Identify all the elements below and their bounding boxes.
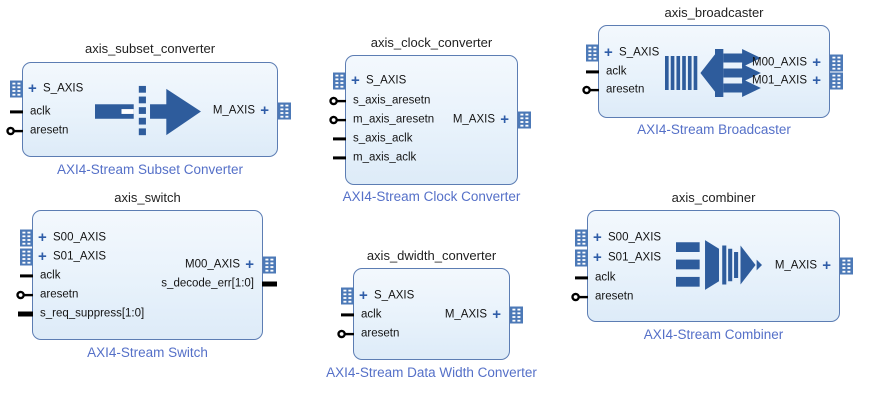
- expand-port-icon[interactable]: +: [245, 256, 254, 273]
- port-label: s_axis_aresetn: [353, 94, 431, 107]
- block-title: axis_clock_converter: [370, 35, 493, 50]
- interface-pin-icon[interactable]: [585, 44, 599, 62]
- port-label: aclk: [595, 271, 616, 284]
- block-caption: AXI4-Stream Subset Converter: [56, 162, 244, 177]
- port-label: m_axis_aresetn: [353, 113, 435, 126]
- broadcaster-icon: [665, 42, 765, 104]
- interface-pin-icon[interactable]: [829, 54, 843, 72]
- interface-pin-icon[interactable]: [517, 111, 531, 129]
- ip-block-axis_clock_converter[interactable]: + S_AXIS s_axis_aresetn m_axis_aresetn s_a…: [329, 55, 531, 185]
- clock-stub-icon[interactable]: [333, 137, 346, 141]
- port-label: S_AXIS: [374, 289, 415, 302]
- clock-stub-icon[interactable]: [20, 274, 33, 278]
- port-label: aresetn: [40, 288, 79, 301]
- port-label: S01_AXIS: [608, 251, 662, 264]
- block-caption: AXI4-Stream Combiner: [643, 327, 784, 342]
- interface-pin-icon[interactable]: [262, 256, 276, 274]
- reset-stub-icon[interactable]: [329, 115, 346, 126]
- interface-pin-icon[interactable]: [19, 248, 33, 266]
- port-label: aresetn: [361, 327, 400, 340]
- interface-pin-icon[interactable]: [509, 306, 523, 324]
- port-label: aclk: [40, 269, 61, 282]
- port-label: S01_AXIS: [53, 250, 107, 263]
- expand-port-icon[interactable]: +: [260, 102, 269, 119]
- block-caption: AXI4-Stream Clock Converter: [342, 189, 521, 204]
- port-label: M01_AXIS: [752, 74, 807, 87]
- block-caption: AXI4-Stream Switch: [87, 345, 208, 360]
- port-label: M_AXIS: [212, 104, 255, 117]
- port-label: aclk: [30, 105, 51, 118]
- port-label: M00_AXIS: [752, 56, 807, 69]
- port-label: M_AXIS: [444, 308, 487, 321]
- reset-stub-icon[interactable]: [329, 96, 346, 107]
- block-title: axis_switch: [114, 190, 181, 205]
- port-label: M_AXIS: [774, 259, 817, 272]
- reset-stub-icon[interactable]: [582, 85, 599, 96]
- port-label: s_decode_err[1:0]: [161, 277, 254, 290]
- clock-stub-icon[interactable]: [575, 276, 588, 280]
- port-label: m_axis_aclk: [353, 151, 417, 164]
- expand-port-icon[interactable]: +: [28, 80, 37, 97]
- expand-port-icon[interactable]: +: [822, 257, 831, 274]
- block-title: axis_subset_converter: [84, 41, 216, 56]
- interface-pin-icon[interactable]: [574, 229, 588, 247]
- clock-stub-icon[interactable]: [10, 110, 23, 114]
- interface-pin-icon[interactable]: [277, 102, 291, 120]
- port-label: S_AXIS: [43, 82, 84, 95]
- interface-pin-icon[interactable]: [839, 257, 853, 275]
- expand-port-icon[interactable]: +: [812, 72, 821, 89]
- expand-port-icon[interactable]: +: [593, 249, 602, 266]
- bus-stub-icon[interactable]: [262, 281, 277, 287]
- expand-port-icon[interactable]: +: [812, 54, 821, 71]
- interface-pin-icon[interactable]: [332, 72, 346, 90]
- expand-port-icon[interactable]: +: [38, 248, 47, 265]
- clock-stub-icon[interactable]: [341, 313, 354, 317]
- port-label: aresetn: [606, 83, 645, 96]
- expand-port-icon[interactable]: +: [351, 72, 360, 89]
- interface-pin-icon[interactable]: [829, 72, 843, 90]
- port-label: aclk: [361, 308, 382, 321]
- clock-stub-icon[interactable]: [586, 70, 599, 74]
- interface-pin-icon[interactable]: [574, 249, 588, 267]
- port-label: M_AXIS: [452, 113, 495, 126]
- clock-stub-icon[interactable]: [333, 156, 346, 160]
- interface-pin-icon[interactable]: [9, 80, 23, 98]
- block-title: axis_dwidth_converter: [366, 248, 497, 263]
- block-caption: AXI4-Stream Data Width Converter: [326, 365, 537, 380]
- port-label: s_axis_aclk: [353, 132, 413, 145]
- expand-port-icon[interactable]: +: [38, 229, 47, 246]
- interface-pin-icon[interactable]: [19, 229, 33, 247]
- port-label: aclk: [606, 65, 627, 78]
- combiner-icon: [676, 239, 762, 291]
- interface-pin-icon[interactable]: [340, 287, 354, 305]
- reset-stub-icon[interactable]: [571, 292, 588, 303]
- port-label: aresetn: [595, 290, 634, 303]
- port-label: aresetn: [30, 124, 69, 137]
- subset-converter-icon: [95, 84, 203, 140]
- block-title: axis_broadcaster: [664, 5, 764, 20]
- bus-stub-icon[interactable]: [18, 311, 33, 317]
- port-label: S_AXIS: [619, 46, 660, 59]
- port-label: S00_AXIS: [608, 231, 662, 244]
- port-label: M00_AXIS: [185, 258, 240, 271]
- reset-stub-icon[interactable]: [337, 329, 354, 340]
- block-caption: AXI4-Stream Broadcaster: [637, 122, 791, 137]
- port-label: s_req_suppress[1:0]: [40, 307, 145, 320]
- port-label: S_AXIS: [366, 74, 407, 87]
- reset-stub-icon[interactable]: [6, 126, 23, 137]
- port-label: S00_AXIS: [53, 231, 107, 244]
- expand-port-icon[interactable]: +: [593, 229, 602, 246]
- expand-port-icon[interactable]: +: [604, 44, 613, 61]
- expand-port-icon[interactable]: +: [500, 111, 509, 128]
- reset-stub-icon[interactable]: [16, 290, 33, 301]
- expand-port-icon[interactable]: +: [359, 287, 368, 304]
- block-title: axis_combiner: [671, 190, 756, 205]
- expand-port-icon[interactable]: +: [492, 306, 501, 323]
